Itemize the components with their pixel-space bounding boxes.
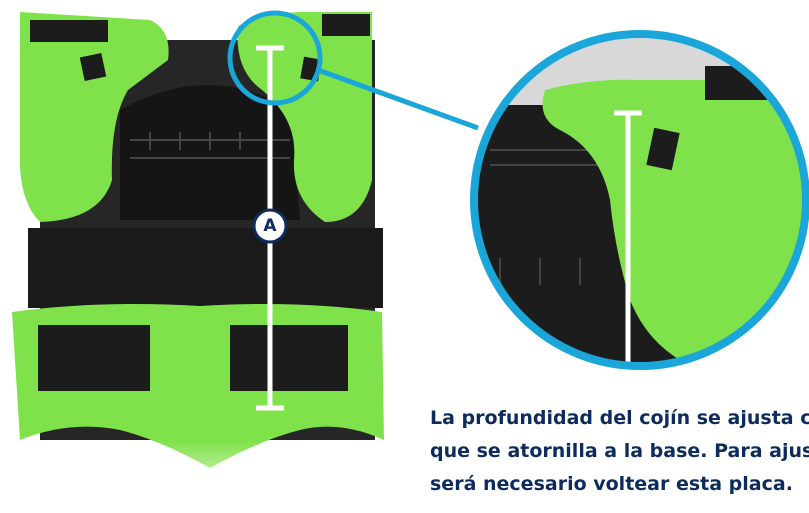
cushion-front-pad: [12, 304, 384, 468]
zoom-source-circle: [227, 10, 323, 106]
caption-text: La profundidad del cojín se ajusta con l…: [430, 402, 809, 501]
measure-marker-label: A: [263, 216, 277, 236]
caption-line-2: que se atornilla a la base. Para ajustar…: [430, 440, 809, 462]
zoom-connector: [317, 67, 479, 131]
marker-circle: [252, 208, 288, 244]
caption-line-1: La profundidad del cojín se ajusta con l…: [430, 407, 809, 429]
zoom-circle: [470, 30, 809, 370]
cushion-lateral-left: [19, 12, 169, 222]
caption-line-3: será necesario voltear esta placa.: [430, 473, 793, 495]
